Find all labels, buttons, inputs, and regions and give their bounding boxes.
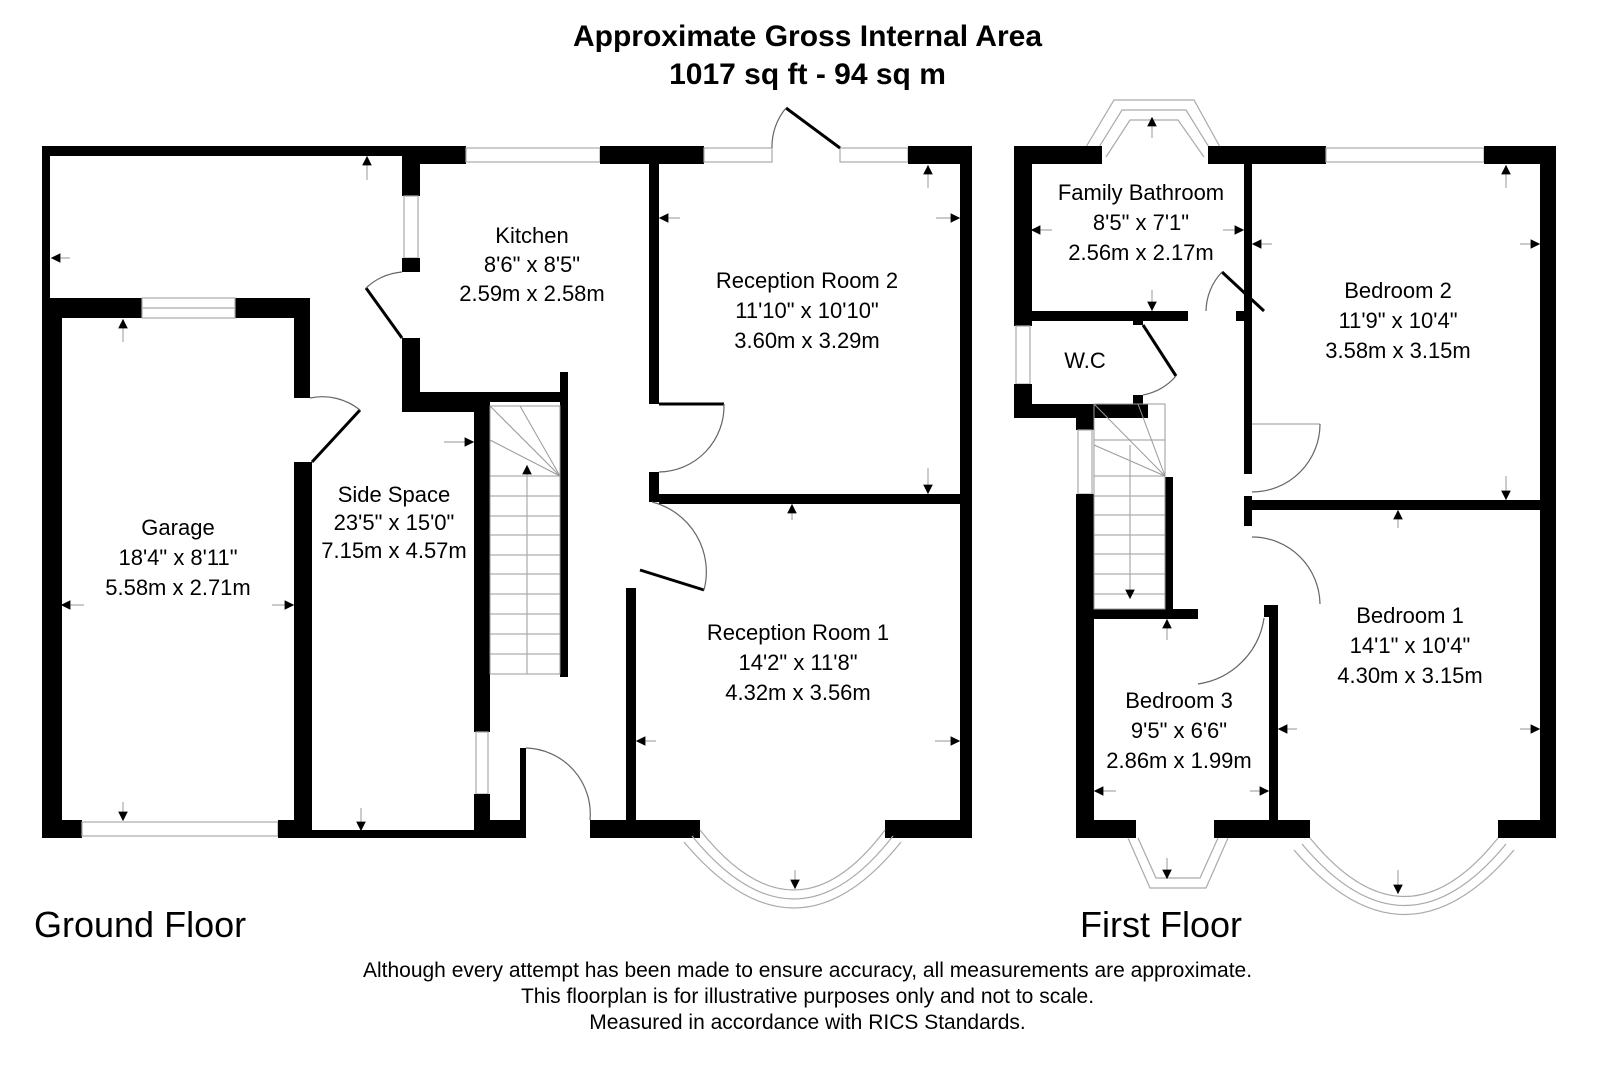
- ground-floor-label: Ground Floor: [34, 904, 247, 945]
- room-name-garage: Garage: [141, 515, 214, 540]
- room-name-side-space: Side Space: [338, 482, 451, 507]
- svg-text:Bedroom 39'5" x 6'6"2.86m x 1.: Bedroom 39'5" x 6'6"2.86m x 1.99m: [1106, 688, 1252, 773]
- disclaimer-line-1: Although every attempt has been made to …: [362, 959, 1253, 982]
- area-total: 1017 sq ft - 94 sq m: [669, 58, 946, 91]
- svg-text:Reception Room 211'10" x 10'10: Reception Room 211'10" x 10'10"3.60m x 3…: [716, 268, 898, 353]
- first-floor-staircase: [1093, 403, 1166, 610]
- room-name-reception-2: Reception Room 2: [716, 268, 898, 293]
- disclaimer-line-3: Measured in accordance with RICS Standar…: [589, 1011, 1026, 1034]
- svg-text:W.C: W.C: [1064, 348, 1106, 373]
- svg-text:Bedroom 114'1" x 10'4"4.30m x: Bedroom 114'1" x 10'4"4.30m x 3.15m: [1337, 603, 1483, 688]
- area-title: Approximate Gross Internal Area: [572, 20, 1043, 53]
- room-name-bedroom-1: Bedroom 1: [1356, 603, 1464, 628]
- room-name-reception-1: Reception Room 1: [707, 620, 889, 645]
- ground-floor-staircase: [489, 405, 561, 675]
- disclaimer-line-2: This floorplan is for illustrative purpo…: [520, 985, 1095, 1008]
- room-name-family-bathroom: Family Bathroom: [1058, 180, 1224, 205]
- svg-text:Reception Room 114'2" x 11'8"4: Reception Room 114'2" x 11'8"4.32m x 3.5…: [707, 620, 889, 705]
- room-name-bedroom-2: Bedroom 2: [1344, 278, 1452, 303]
- room-name-kitchen: Kitchen: [495, 223, 568, 248]
- first-floor-label: First Floor: [1080, 904, 1242, 945]
- room-name-bedroom-3: Bedroom 3: [1125, 688, 1233, 713]
- room-name-wc: W.C: [1064, 348, 1106, 373]
- svg-text:Bedroom 211'9" x 10'4"3.58m x: Bedroom 211'9" x 10'4"3.58m x 3.15m: [1325, 278, 1471, 363]
